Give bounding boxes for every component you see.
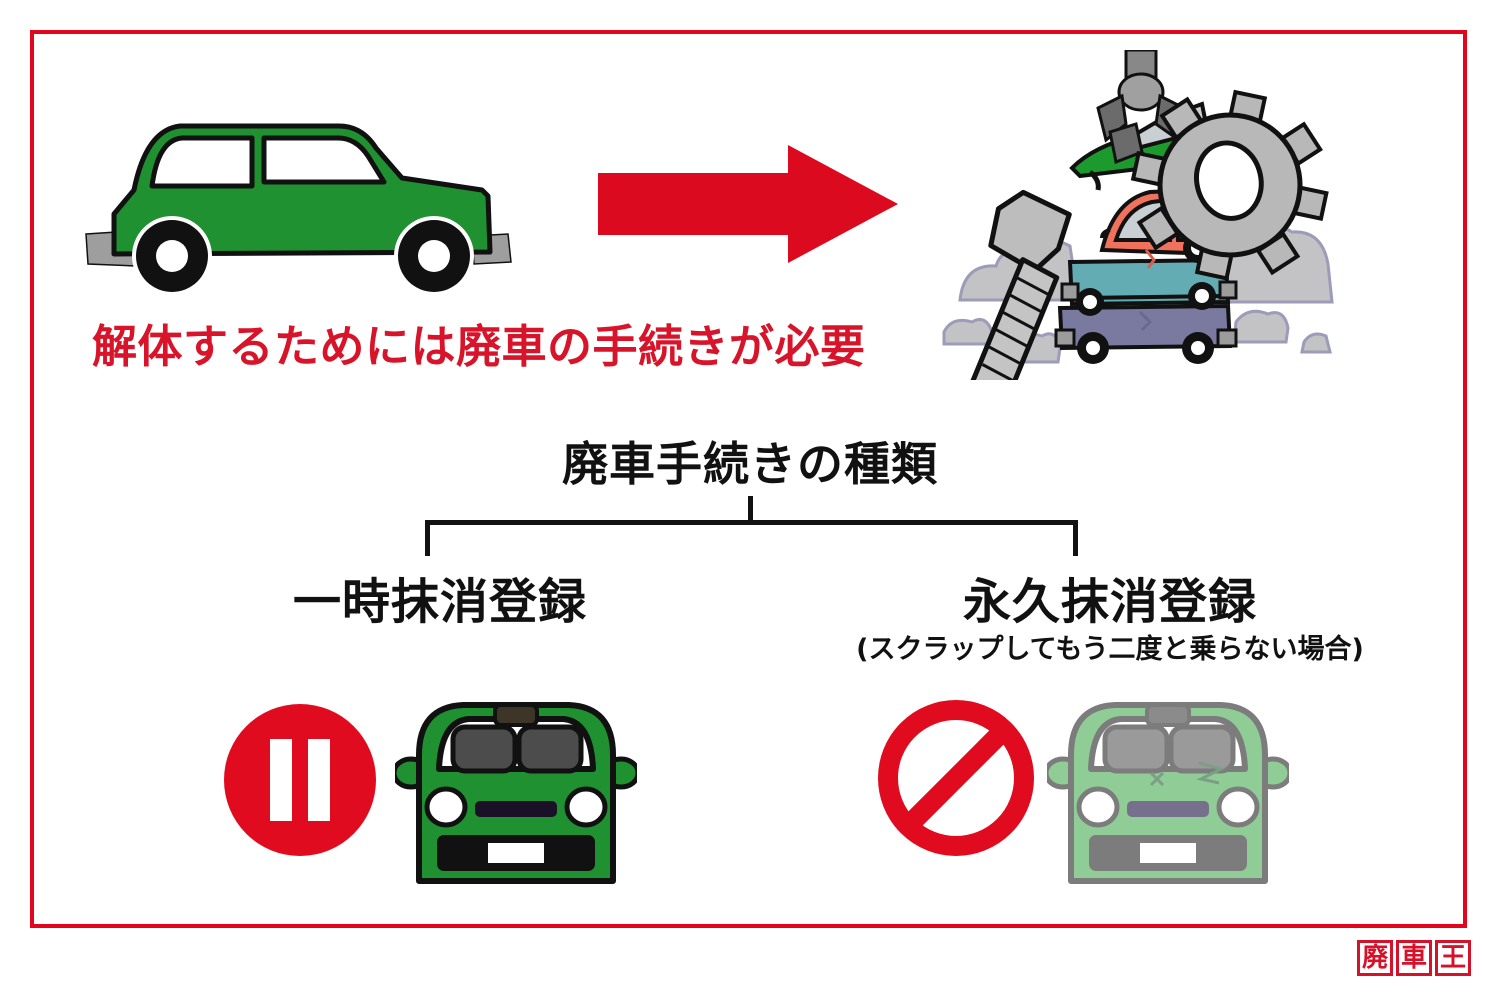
scrap-car-purple xyxy=(1054,303,1238,364)
brand-char-1: 廃 xyxy=(1357,940,1393,976)
pale-car-body xyxy=(1047,702,1289,884)
connector-stem xyxy=(748,496,753,524)
branch-label-permanent: 永久抹消登録 xyxy=(962,574,1257,630)
car-side-wheels xyxy=(132,216,474,296)
page-title: 廃車手続きの種類 xyxy=(562,437,938,491)
pause-icon xyxy=(224,704,376,856)
headline-text: 解体するためには廃車の手続きが必要 xyxy=(92,320,866,373)
connector-right-drop xyxy=(1073,520,1078,556)
scrap-car-teal xyxy=(1060,257,1238,316)
car-side-body xyxy=(85,123,512,267)
gear-icon xyxy=(1130,89,1329,281)
branch-label-temporary: 一時抹消登録 xyxy=(292,574,587,630)
red-border-frame xyxy=(30,30,1467,928)
crane-claw-icon xyxy=(1096,50,1186,165)
connector-left-drop xyxy=(425,520,430,556)
right-arrow-icon xyxy=(598,145,898,263)
green-car-body xyxy=(395,702,637,884)
green-side-view-car-illustration xyxy=(85,123,512,296)
bolt-icon xyxy=(969,189,1072,380)
pale-green-front-car-illustration xyxy=(1047,702,1289,884)
brand-char-2: 車 xyxy=(1396,940,1432,976)
scrapyard-illustration xyxy=(942,50,1334,380)
brand-char-3: 王 xyxy=(1435,940,1471,976)
green-front-car-illustration xyxy=(395,702,637,884)
connector-horizontal-bar xyxy=(425,520,1078,525)
brand-logo: 廃 車 王 xyxy=(1357,940,1471,976)
branch-sublabel-permanent: (スクラップしてもう二度と乗らない場合) xyxy=(856,634,1364,665)
prohibition-icon xyxy=(878,700,1034,856)
